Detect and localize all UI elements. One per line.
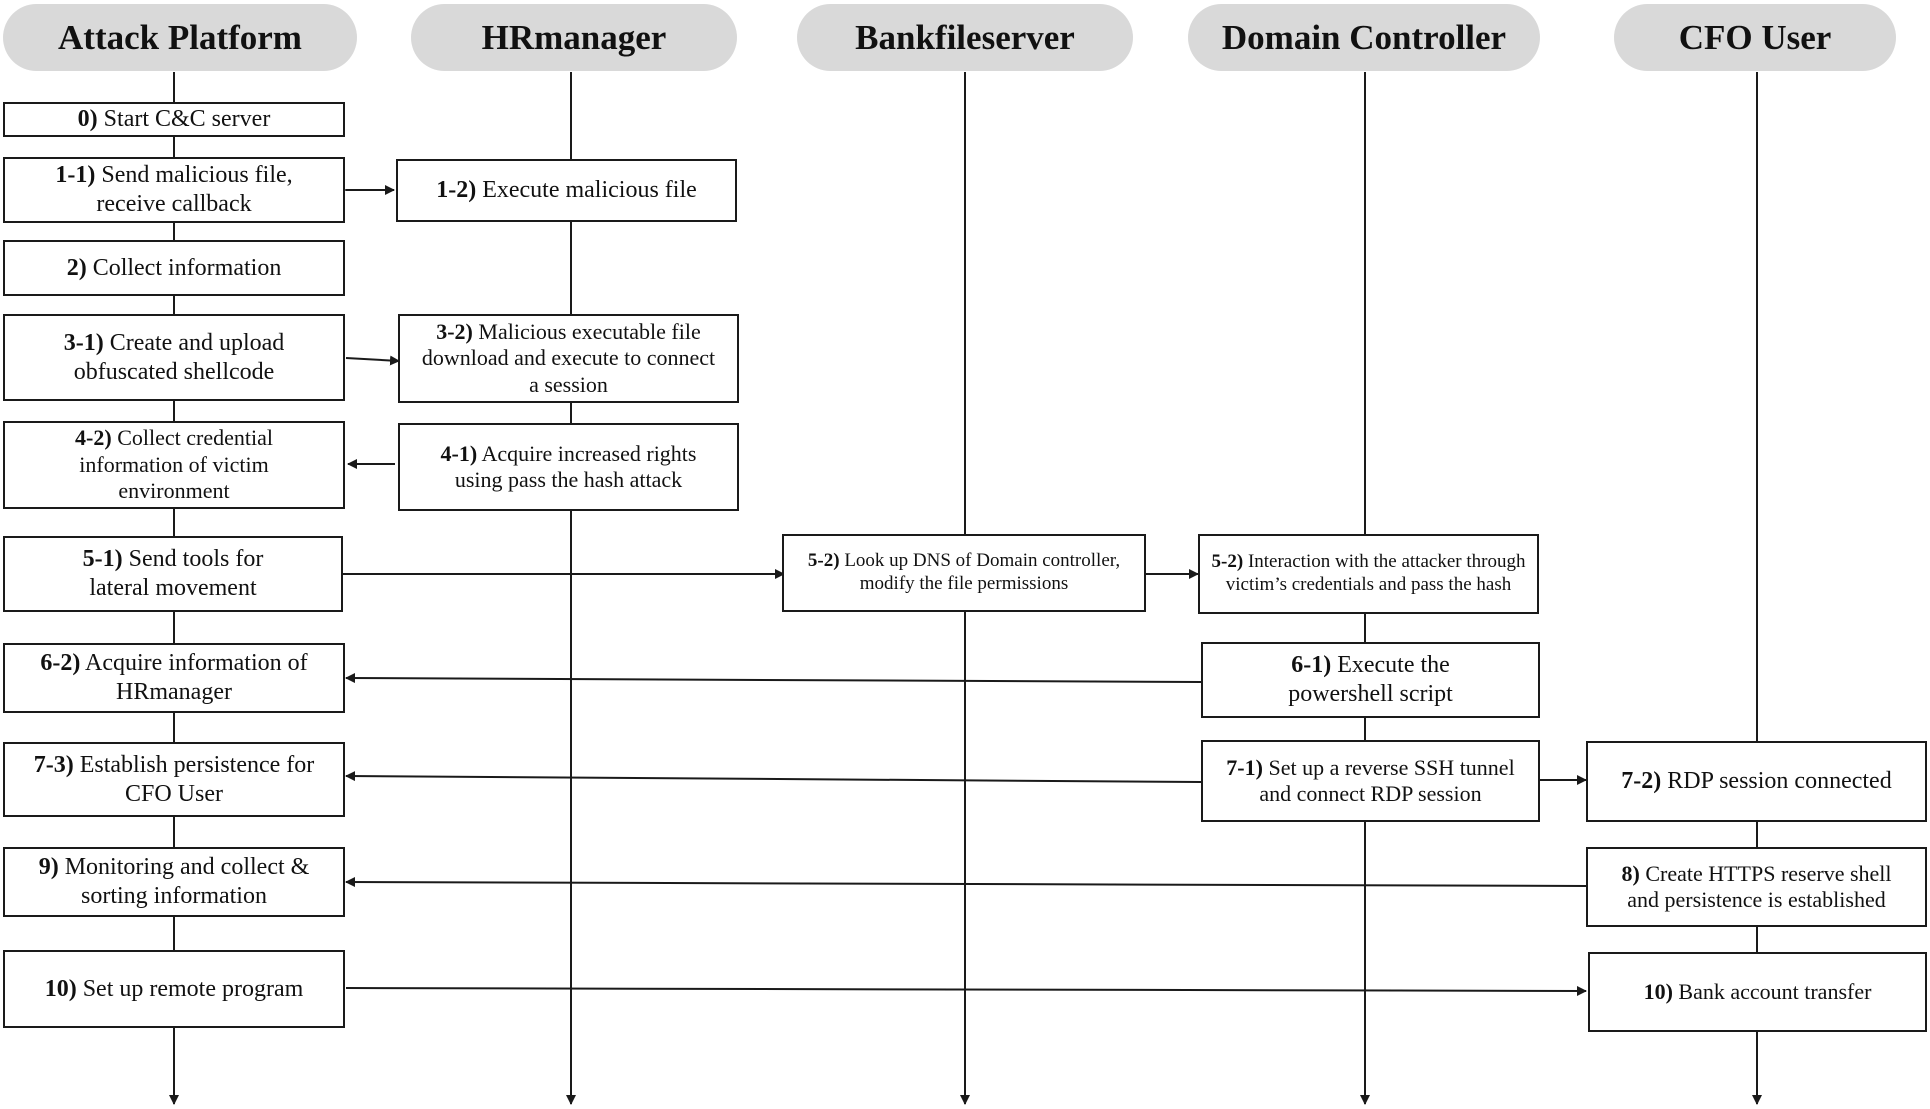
step-7-3-box: 7-3) Establish persistence for CFO User bbox=[3, 742, 345, 817]
lane-header-attack-platform: Attack Platform bbox=[3, 4, 357, 71]
step-1-1-box: 1-1) Send malicious file, receive callba… bbox=[3, 157, 345, 223]
step-5-2-bankfileserver-box: 5-2) Look up DNS of Domain controller, m… bbox=[782, 534, 1146, 612]
step-6-2-box: 6-2) Acquire information of HRmanager bbox=[3, 643, 345, 713]
step-7-2-box: 7-2) RDP session connected bbox=[1586, 741, 1927, 822]
step-3-2-box: 3-2) Malicious executable file download … bbox=[398, 314, 739, 403]
step-9-box: 9) Monitoring and collect & sorting info… bbox=[3, 847, 345, 917]
arrow-3-1-to-3-2 bbox=[345, 355, 400, 366]
lane-header-cfo-user: CFO User bbox=[1614, 4, 1896, 71]
step-5-2-domain-controller-box: 5-2) Interaction with the attacker throu… bbox=[1198, 534, 1539, 614]
step-7-1-box: 7-1) Set up a reverse SSH tunnel and con… bbox=[1201, 740, 1540, 822]
lane-header-hrmanager: HRmanager bbox=[411, 4, 737, 71]
arrow-7-1-to-7-3 bbox=[345, 771, 1202, 783]
arrow-10-to-10 bbox=[345, 985, 1587, 996]
step-2-box: 2) Collect information bbox=[3, 240, 345, 296]
arrow-8-to-9 bbox=[345, 877, 1587, 888]
step-6-1-box: 6-1) Execute the powershell script bbox=[1201, 642, 1540, 718]
step-10-transfer-box: 10) Bank account transfer bbox=[1588, 952, 1927, 1032]
step-8-box: 8) Create HTTPS reserve shell and persis… bbox=[1586, 847, 1927, 927]
step-3-1-box: 3-1) Create and upload obfuscated shellc… bbox=[3, 314, 345, 401]
step-0-box: 0) Start C&C server bbox=[3, 102, 345, 137]
step-4-2-box: 4-2) Collect credential information of v… bbox=[3, 421, 345, 509]
step-4-1-box: 4-1) Acquire increased rights using pass… bbox=[398, 423, 739, 511]
lane-header-domain-controller: Domain Controller bbox=[1188, 4, 1540, 71]
step-5-1-box: 5-1) Send tools for lateral movement bbox=[3, 536, 343, 612]
step-10-setup-box: 10) Set up remote program bbox=[3, 950, 345, 1028]
arrow-6-1-to-6-2 bbox=[345, 673, 1202, 684]
lane-header-bankfileserver: Bankfileserver bbox=[797, 4, 1133, 71]
step-1-2-box: 1-2) Execute malicious file bbox=[396, 159, 737, 222]
